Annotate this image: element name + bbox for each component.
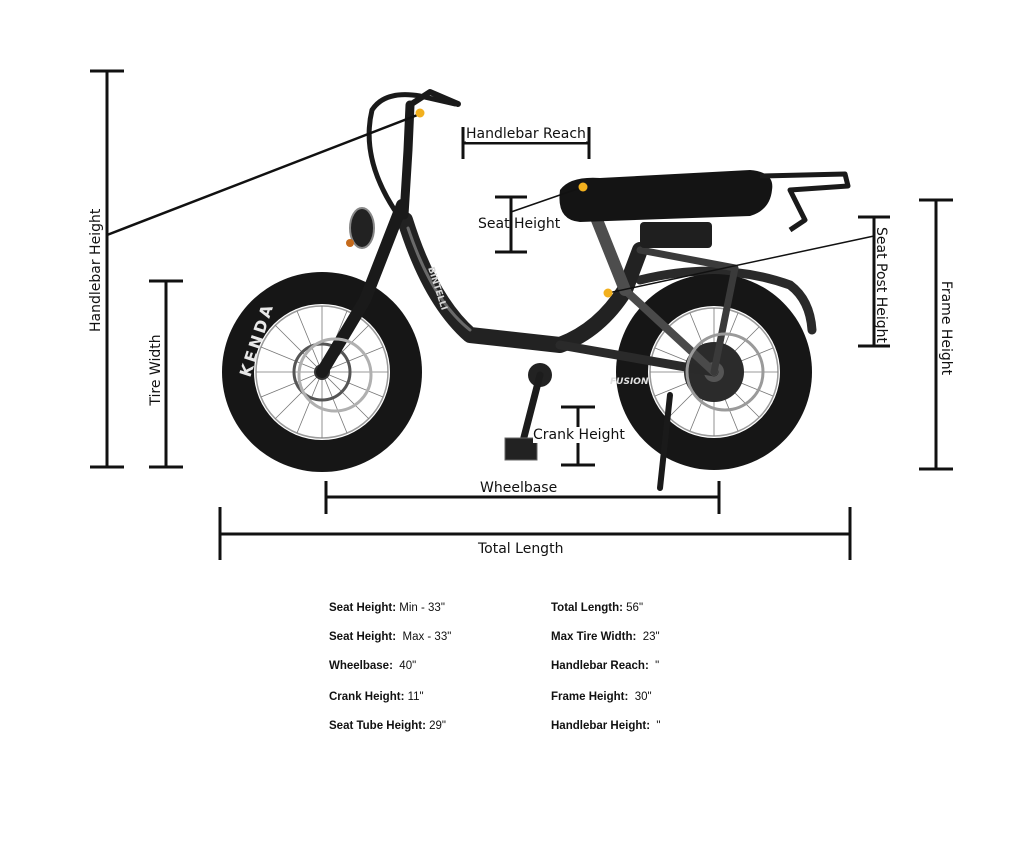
spec-row: Wheelbase: 40" — [329, 660, 417, 672]
kickstand — [657, 392, 673, 491]
total-length-label: Total Length — [478, 541, 564, 557]
pedal — [504, 437, 538, 461]
handlebar-reach-label: Handlebar Reach — [466, 126, 586, 142]
spec-row: Seat Height: Max - 33" — [329, 631, 452, 643]
bike-illustration: KENDA — [222, 89, 851, 491]
spec-row: Seat Tube Height: 29" — [329, 720, 446, 732]
spec-row: Crank Height: 11" — [329, 691, 424, 703]
battery — [640, 222, 712, 248]
spec-row: Total Length: 56" — [551, 602, 644, 614]
tire-width-dimension — [149, 279, 183, 469]
headlight — [349, 207, 375, 249]
spec-row: Handlebar Height: " — [551, 720, 661, 732]
handlebar-marker — [415, 108, 425, 118]
crank-arm — [518, 371, 544, 449]
seat-height-dimension — [495, 186, 584, 254]
seat-marker — [578, 182, 588, 192]
tire-width-label: Tire Width — [148, 334, 164, 406]
handlebar-reach-dimension — [461, 127, 591, 159]
handlebar-height-label: Handlebar Height — [88, 208, 104, 332]
frame-height-label: Frame Height — [938, 280, 954, 376]
rear-rack — [759, 171, 851, 233]
handlebar-height-dimension — [90, 69, 421, 469]
spec-row: Handlebar Reach: " — [551, 660, 660, 672]
model-text: FUSION — [610, 377, 649, 387]
spec-row: Frame Height: 30" — [551, 691, 652, 703]
crank-height-label: Crank Height — [533, 427, 625, 443]
seat-height-label: Seat Height — [478, 216, 561, 232]
measurement-markers — [415, 108, 613, 298]
seat-post-height-label: Seat Post Height — [873, 227, 889, 344]
total-length-dimension — [218, 507, 852, 560]
spec-row: Seat Height: Min - 33" — [329, 602, 445, 614]
wheelbase-dimension — [324, 481, 721, 514]
seat-post-marker — [603, 288, 613, 298]
wheelbase-label: Wheelbase — [480, 480, 558, 496]
bike-frame — [316, 89, 739, 378]
seat — [559, 170, 773, 222]
frame-height-dimension — [919, 198, 953, 471]
seat-post-height-dimension — [607, 215, 890, 348]
spec-row: Max Tire Width: 23" — [551, 631, 660, 643]
rear-fender — [635, 266, 817, 335]
